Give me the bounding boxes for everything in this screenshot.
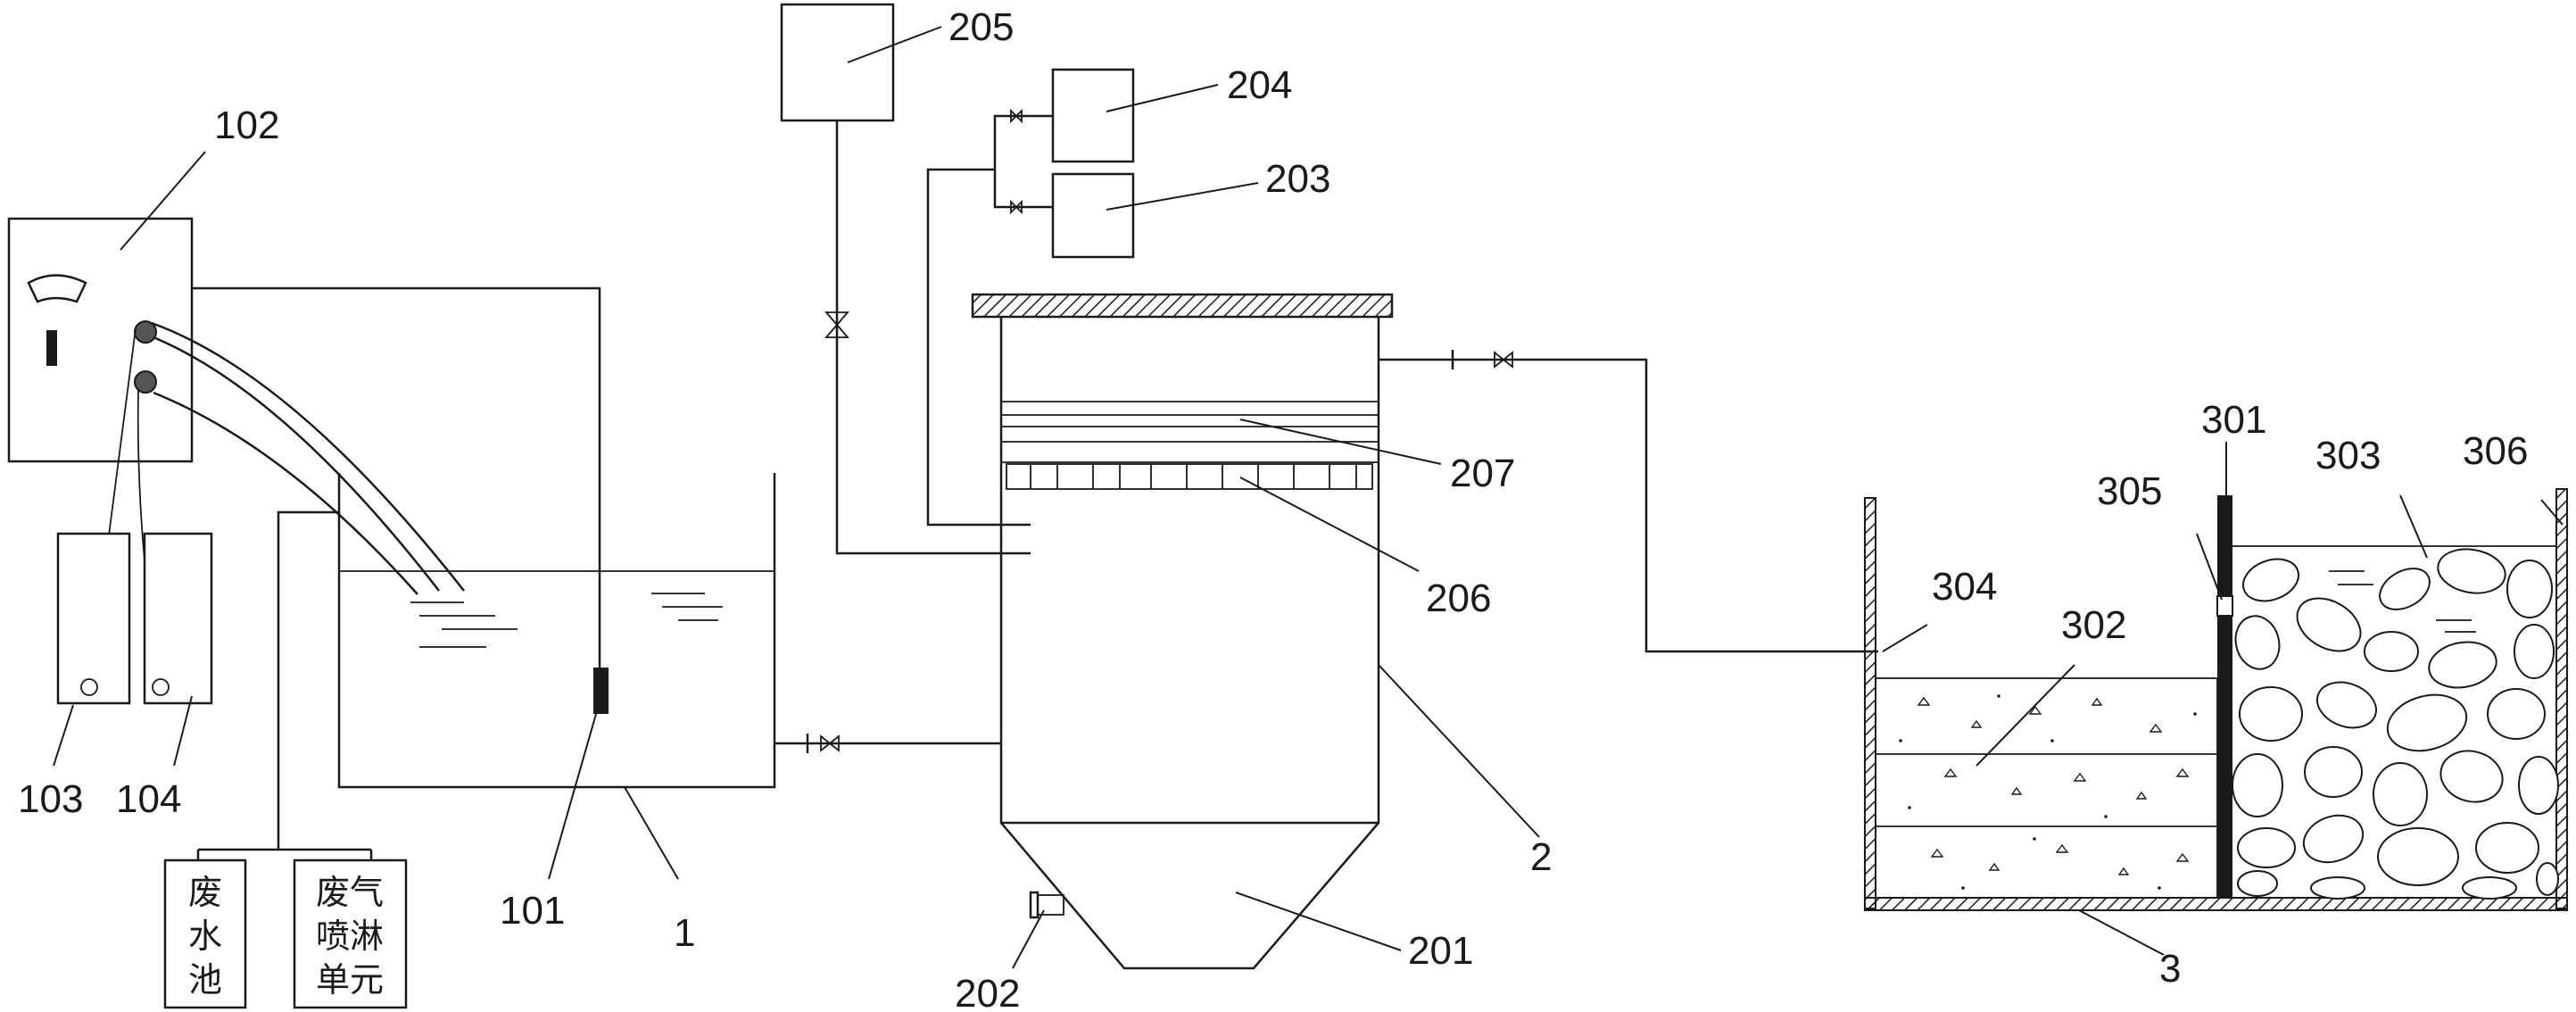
treatment-pool-1 [337, 473, 776, 789]
label-101: 101 [500, 889, 565, 933]
tank-floor [1864, 897, 2568, 911]
feed-line-main [926, 168, 1031, 527]
reactor-2 [971, 293, 1394, 970]
valve-204-icon [1010, 108, 1023, 124]
label-304: 304 [1932, 565, 1997, 609]
valve-205-icon [824, 311, 849, 338]
filter-tank-3 [1864, 488, 2568, 911]
reagent-tank-203 [1051, 172, 1135, 259]
label-103: 103 [18, 777, 83, 821]
valve-icon [820, 734, 840, 752]
label-1: 1 [674, 911, 695, 955]
wastewater-pool-text-3: 池 [188, 960, 222, 1000]
label-305: 305 [2097, 469, 2162, 513]
chemical-tank-104 [143, 532, 213, 705]
chemical-tank-103 [56, 532, 131, 705]
valve-203-icon [1010, 199, 1023, 215]
valve-outlet-icon [1494, 351, 1513, 369]
spray-unit-box: 废气 喷淋 单元 [293, 859, 408, 1009]
pump-head-2 [134, 370, 157, 394]
partition-wall-301 [2217, 495, 2232, 899]
label-201: 201 [1408, 929, 1473, 973]
stones-303 [2232, 548, 2559, 900]
label-205: 205 [948, 5, 1014, 49]
gauge-icon [27, 274, 87, 303]
dosing-hose-1b [153, 336, 440, 592]
leader-lines [53, 26, 2564, 969]
label-2: 2 [1530, 835, 1552, 879]
pool-outlet-pipe [774, 734, 1001, 753]
ph-probe-101 [593, 668, 609, 714]
label-204: 204 [1227, 63, 1292, 107]
reactor-lid [971, 293, 1394, 319]
label-302: 302 [2061, 603, 2126, 647]
feed-line-203-204 [993, 114, 1053, 209]
label-306: 306 [2463, 429, 2528, 473]
label-206: 206 [1426, 577, 1491, 620]
label-303: 303 [2315, 434, 2381, 477]
wastewater-pool-text-2: 水 [188, 917, 222, 956]
spray-unit-text-1: 废气 [316, 873, 384, 912]
label-301: 301 [2201, 398, 2266, 442]
display-bar [46, 330, 57, 366]
reference-labels: 102 101 1 103 104 205 204 203 207 206 2 … [18, 5, 2528, 1012]
drain-valve-202 [1034, 894, 1064, 916]
wastewater-pool-box: 废 水 池 [163, 859, 247, 1009]
reactor-outlet-pipe [1379, 350, 1878, 653]
controller-102 [7, 217, 194, 463]
label-207: 207 [1450, 452, 1515, 495]
reagent-tank-205 [780, 3, 895, 122]
dosing-hose-1 [151, 321, 465, 592]
sand-specks [1899, 694, 2197, 890]
label-202: 202 [955, 972, 1020, 1012]
label-104: 104 [116, 777, 181, 821]
feed-line-205 [835, 120, 1031, 555]
overflow-port-305 [2216, 595, 2233, 617]
label-102: 102 [214, 104, 279, 147]
signal-line [192, 286, 601, 680]
label-203: 203 [1265, 157, 1330, 201]
wastewater-pool-text-1: 废 [188, 873, 222, 912]
reagent-tank-204 [1051, 68, 1135, 163]
spray-unit-text-3: 单元 [316, 960, 384, 1000]
spray-unit-text-2: 喷淋 [316, 917, 384, 956]
dosing-hose-2 [153, 391, 418, 595]
inlet-pipe [277, 510, 339, 850]
label-3: 3 [2159, 947, 2181, 991]
